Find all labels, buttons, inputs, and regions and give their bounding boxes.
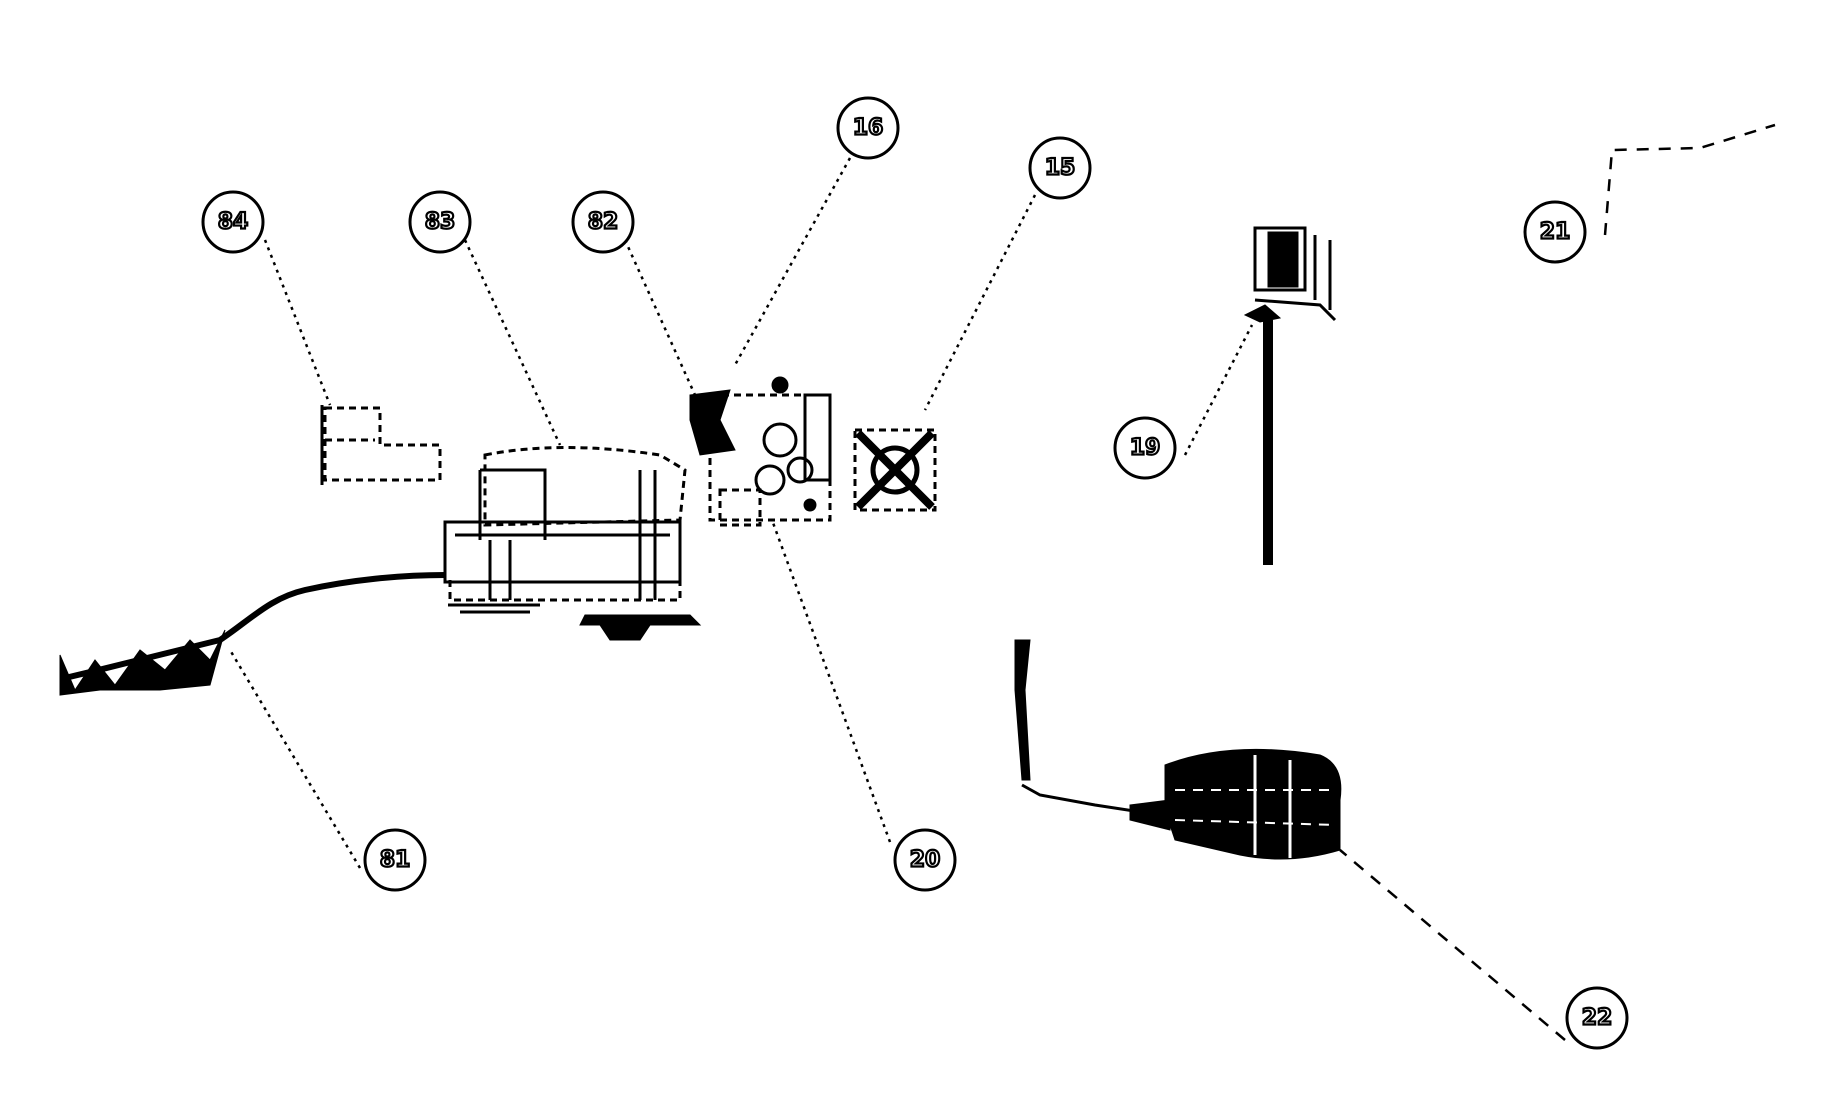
callout-82: 82 <box>571 190 635 254</box>
leader-84 <box>263 239 332 406</box>
part-22-drum <box>1014 639 1342 860</box>
callout-22: 22 <box>1565 986 1629 1050</box>
callout-84: 84 <box>201 190 265 254</box>
callout-20-label: 20 <box>910 848 941 873</box>
callout-81: 81 <box>363 828 427 892</box>
callout-15-label: 15 <box>1045 156 1076 181</box>
leader-22 <box>1339 849 1566 1041</box>
part-81-cable <box>59 572 446 696</box>
leader-82 <box>623 239 697 396</box>
leader-19 <box>1183 324 1254 456</box>
callout-21: 21 <box>1523 200 1587 264</box>
callout-16-label: 16 <box>853 116 884 141</box>
part-83-housing <box>443 446 702 641</box>
leader-21 <box>1603 123 1776 236</box>
callout-19: 19 <box>1113 416 1177 480</box>
callout-20: 20 <box>893 828 957 892</box>
part-19-coil-post <box>1243 226 1337 565</box>
leader-83 <box>463 239 562 446</box>
callout-21-label: 21 <box>1540 220 1571 245</box>
leader-lines <box>228 123 1776 1041</box>
leader-15 <box>923 194 1037 411</box>
leader-16 <box>733 157 852 366</box>
callout-83-label: 83 <box>425 210 456 235</box>
callout-83: 83 <box>408 190 472 254</box>
callout-22-label: 22 <box>1582 1006 1613 1031</box>
part-15-crossed-box <box>853 428 937 512</box>
part-84-bracket <box>320 405 442 485</box>
callout-84-label: 84 <box>218 210 249 235</box>
leader-81 <box>228 649 362 869</box>
callout-82-label: 82 <box>588 210 619 235</box>
callout-15: 15 <box>1028 136 1092 200</box>
part-82-board <box>689 376 832 527</box>
callout-16: 16 <box>836 96 900 160</box>
callout-19-label: 19 <box>1130 436 1161 461</box>
leader-20 <box>770 519 892 843</box>
callout-81-label: 81 <box>380 848 411 873</box>
